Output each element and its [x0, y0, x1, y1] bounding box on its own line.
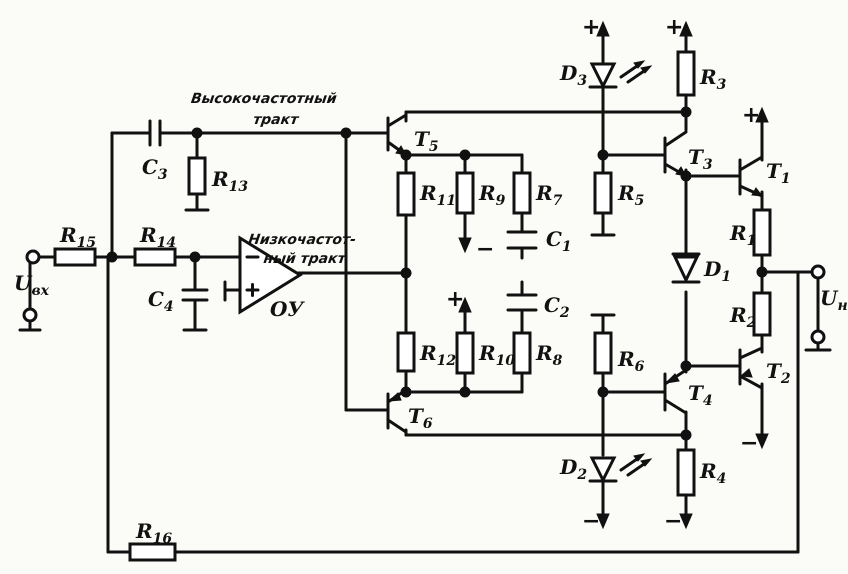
label-uin: Uвх	[14, 271, 50, 299]
resistor-r2	[752, 291, 772, 337]
input-terminal	[25, 249, 41, 265]
supply-arrows	[458, 20, 769, 530]
label-c4: C4	[148, 287, 174, 315]
label-r4: R4	[699, 459, 726, 487]
label-r3: R3	[699, 65, 727, 93]
label-r1: R1	[729, 221, 756, 249]
resistor-r12	[396, 331, 416, 373]
resistor-r4	[676, 448, 696, 497]
capacitors	[148, 119, 538, 312]
label-r6: R6	[617, 347, 645, 375]
label-r14: R14	[139, 223, 176, 251]
label-r12: R12	[419, 341, 456, 369]
resistor-r14	[133, 247, 177, 267]
output-terminal	[810, 264, 826, 280]
supply-signs: + + + + − − − −	[446, 15, 760, 534]
minus-sign-t2: −	[740, 431, 758, 456]
plus-sign-r10: +	[446, 287, 464, 312]
label-t6: T6	[408, 404, 433, 432]
label-t4: T4	[688, 381, 713, 409]
diode-d1	[671, 252, 701, 284]
lf-path-caption-2: ный тракт	[262, 251, 347, 267]
label-r2: R2	[729, 303, 757, 331]
resistor-r1	[752, 208, 772, 257]
label-r15: R15	[59, 223, 96, 251]
hf-path-caption-2: тракт	[252, 112, 300, 128]
label-r8: R8	[535, 341, 563, 369]
resistor-r5	[593, 171, 613, 215]
minus-sign-r4: −	[664, 509, 682, 534]
transistor-t5	[386, 113, 408, 157]
label-c1: C1	[546, 227, 572, 255]
transistor-t1	[738, 155, 764, 198]
terminals	[22, 249, 826, 345]
opamp	[238, 235, 303, 315]
resistor-r9	[455, 171, 475, 215]
label-c3: C3	[142, 155, 168, 183]
opamp-label: ОУ	[270, 297, 305, 321]
input-ground-terminal	[22, 307, 38, 323]
plus-sign-r3: +	[665, 15, 683, 40]
lf-path-caption-1: Низкочастот-	[247, 232, 357, 248]
minus-sign-r9: −	[476, 237, 494, 262]
resistors	[53, 50, 772, 562]
transistor-t3	[663, 130, 688, 178]
plus-sign-t1: +	[742, 103, 760, 128]
capacitor-c2	[506, 293, 538, 312]
label-d3: D3	[559, 61, 587, 89]
transistor-t4	[663, 368, 688, 415]
label-t2: T2	[766, 359, 791, 387]
resistor-r6	[593, 331, 613, 375]
resistor-r11	[396, 171, 416, 217]
label-d2: D2	[559, 455, 587, 483]
label-r7: R7	[535, 181, 563, 209]
minus-sign-d2: −	[582, 509, 600, 534]
label-r5: R5	[617, 181, 644, 209]
component-labels: R15 R14 R13 C3 C4 Uвх T5 T6 R11 R9 R7 C1…	[14, 61, 848, 547]
diodes	[588, 60, 701, 484]
resistor-r10	[455, 331, 475, 375]
label-uout: Uн	[820, 286, 848, 314]
transistor-t2	[738, 346, 764, 390]
label-r11: R11	[419, 181, 456, 209]
junction-dots	[106, 106, 768, 441]
resistor-r8	[512, 331, 532, 375]
resistor-r15	[53, 247, 97, 267]
label-r10: R10	[478, 341, 515, 369]
label-t5: T5	[414, 127, 439, 155]
resistor-r7	[512, 171, 532, 215]
captions: Высокочастотный тракт Низкочастот- ный т…	[190, 91, 357, 321]
plus-sign-d3: +	[582, 15, 600, 40]
label-r16: R16	[135, 519, 172, 547]
diode-d3	[588, 60, 653, 90]
output-ground-terminal	[810, 329, 826, 345]
capacitor-c3	[148, 119, 162, 147]
resistor-r16	[128, 542, 177, 562]
label-c2: C2	[544, 293, 570, 321]
capacitor-c1	[506, 230, 538, 250]
diode-d2	[588, 453, 653, 484]
resistor-r13	[187, 156, 207, 196]
resistor-r3	[676, 50, 696, 97]
label-d1: D1	[703, 257, 731, 285]
label-r13: R13	[211, 167, 248, 195]
label-t1: T1	[766, 159, 791, 187]
label-r9: R9	[478, 181, 506, 209]
label-t3: T3	[688, 145, 713, 173]
hf-path-caption-1: Высокочастотный	[190, 91, 338, 107]
capacitor-c4	[181, 288, 209, 302]
